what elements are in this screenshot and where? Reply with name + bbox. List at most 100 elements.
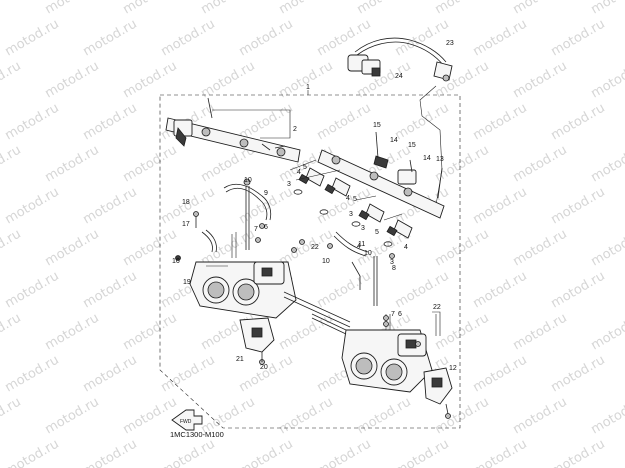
watermark-text: motod.ru [277, 311, 336, 354]
watermark-text: motod.ru [277, 0, 336, 17]
watermark-text: motod.ru [0, 59, 24, 102]
watermark-text: motod.ru [393, 437, 452, 468]
watermark-text: motod.ru [471, 17, 530, 60]
watermark-text: motod.ru [237, 17, 296, 60]
watermark-text: motod.ru [471, 437, 530, 468]
throttle-body-right [311, 311, 453, 419]
watermark-text: motod.ru [199, 0, 258, 17]
callout-14: 14 [423, 155, 431, 162]
callout-4: 4 [404, 244, 408, 251]
fuel-rail-right [317, 131, 445, 219]
callout-3: 3 [287, 181, 291, 188]
watermark-text: motod.ru [433, 0, 492, 17]
watermark-text: motod.ru [471, 269, 530, 312]
callout-22: 22 [311, 244, 319, 251]
watermark-text: motod.ru [237, 353, 296, 396]
watermark-text: motod.ru [549, 437, 608, 468]
watermark-text: motod.ru [433, 311, 492, 354]
watermark-text: motod.ru [511, 227, 570, 270]
watermark-text: motod.ru [159, 17, 218, 60]
watermark-text: motod.ru [43, 59, 102, 102]
watermark-text: motod.ru [0, 311, 24, 354]
watermark-text: motod.ru [81, 437, 140, 468]
vacuum-hoses [201, 178, 378, 306]
watermark-text: motod.ru [549, 17, 608, 60]
callout-11: 11 [358, 241, 365, 248]
watermark-text: motod.ru [81, 269, 140, 312]
callout-8: 8 [392, 265, 396, 272]
watermark-text: motod.ru [393, 101, 452, 144]
watermark-text: motod.ru [121, 0, 180, 17]
watermark-text: motod.ru [393, 269, 452, 312]
callout-4: 4 [357, 243, 361, 250]
callout-4: 4 [297, 169, 301, 176]
watermark-text: motod.ru [159, 437, 218, 468]
watermark-text: motod.ru [589, 143, 625, 186]
svg-text:FWD: FWD [180, 419, 192, 425]
watermark-text: motod.ru [355, 0, 414, 17]
callout-2: 2 [293, 126, 297, 133]
watermark-text: motod.ru [0, 395, 24, 438]
drawing-code: 1MC1300-M100 [170, 430, 224, 439]
watermark-text: motod.ru [199, 59, 258, 102]
callout-6: 6 [264, 224, 268, 231]
injectors [289, 159, 413, 247]
watermark-text: motod.ru [315, 17, 374, 60]
watermark-text: motod.ru [0, 143, 24, 186]
watermark-text: motod.ru [3, 353, 62, 396]
callout-10: 10 [364, 250, 372, 257]
watermark-text: motod.ru [43, 311, 102, 354]
watermark-text: motod.ru [159, 353, 218, 396]
callout-6: 6 [398, 311, 402, 318]
watermark-text: motod.ru [511, 0, 570, 17]
watermark-text: motod.ru [589, 227, 625, 270]
watermark-text: motod.ru [0, 0, 24, 17]
watermark-text: motod.ru [0, 227, 24, 270]
callout-21: 21 [236, 356, 244, 363]
callout-18: 18 [182, 199, 190, 206]
watermark-text: motod.ru [3, 185, 62, 228]
callout-10: 10 [322, 258, 330, 265]
watermark-text: motod.ru [589, 0, 625, 17]
fuel-rail-left [165, 97, 301, 163]
watermark-text: motod.ru [511, 311, 570, 354]
watermark-text: motod.ru [549, 353, 608, 396]
front-arrow-icon: FWD [171, 409, 203, 431]
watermark-text: motod.ru [549, 101, 608, 144]
watermark-text: motod.ru [433, 143, 492, 186]
callout-15: 15 [373, 122, 381, 129]
watermark-text: motod.ru [511, 395, 570, 438]
callout-5: 5 [303, 164, 307, 171]
watermark-text: motod.ru [121, 227, 180, 270]
watermark-text: motod.ru [237, 437, 296, 468]
callout-13: 13 [436, 156, 444, 163]
watermark-text: motod.ru [589, 395, 625, 438]
watermark-text: motod.ru [471, 185, 530, 228]
watermark-text: motod.ru [433, 227, 492, 270]
callout-9: 9 [264, 190, 268, 197]
watermark-text: motod.ru [121, 311, 180, 354]
watermark-text: motod.ru [471, 353, 530, 396]
callout-7: 7 [391, 311, 395, 318]
callout-15: 15 [408, 142, 416, 149]
callout-10: 10 [244, 177, 252, 184]
watermark-text: motod.ru [355, 395, 414, 438]
watermark-text: motod.ru [43, 227, 102, 270]
watermark-text: motod.ru [549, 269, 608, 312]
watermark-text: motod.ru [277, 59, 336, 102]
watermark-text: motod.ru [315, 269, 374, 312]
callout-3: 3 [390, 259, 394, 266]
watermark-text: motod.ru [81, 353, 140, 396]
watermark-text: motod.ru [43, 143, 102, 186]
watermark-text: motod.ru [315, 101, 374, 144]
watermark-text: motod.ru [3, 269, 62, 312]
watermark-text: motod.ru [589, 311, 625, 354]
watermark-text: motod.ru [315, 437, 374, 468]
watermark-text: motod.ru [511, 143, 570, 186]
throttle-body-left [175, 211, 351, 365]
callout-3: 3 [349, 211, 353, 218]
